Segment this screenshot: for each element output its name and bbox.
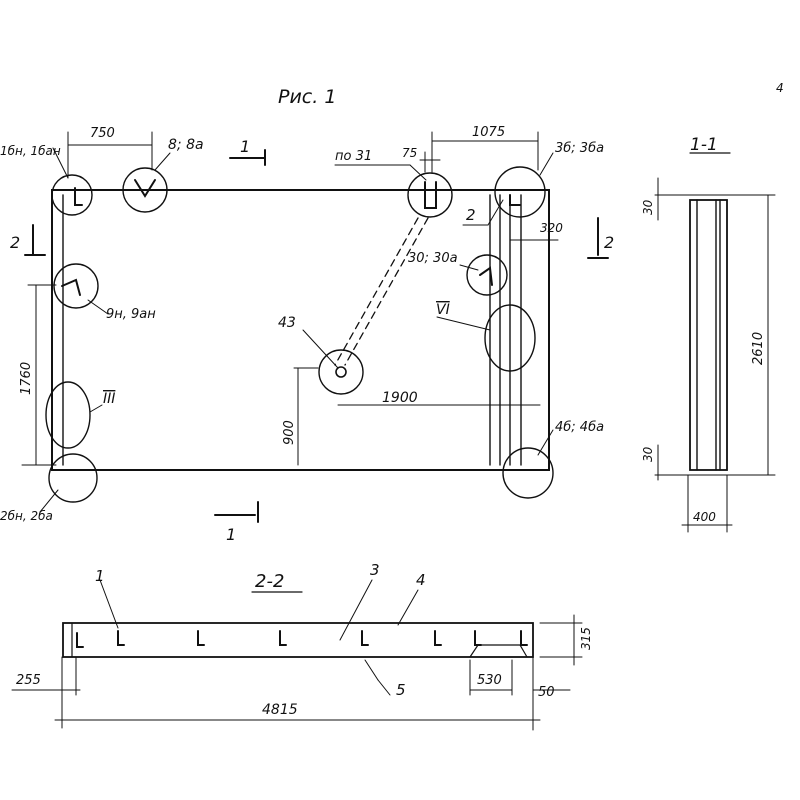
embed-mark-a <box>76 632 84 648</box>
embed-circle-8 <box>122 167 168 213</box>
dim-900: 900 <box>282 420 297 445</box>
leader-2bn <box>39 489 59 513</box>
dashed-link-b <box>344 217 429 366</box>
leader-l5-b <box>377 679 391 696</box>
section-1-1-dim-30-top: 30 <box>641 199 655 215</box>
leader-30 <box>459 264 479 271</box>
node-ellipse-III <box>45 381 91 449</box>
section-2-2-view: 2-2 1 3 4 5 315 <box>11 561 593 731</box>
embed-part-8 <box>134 179 156 198</box>
callout-1bn: 1бн, 1бан <box>0 144 61 158</box>
callout-2bn: 2бн, 2ба <box>0 509 53 523</box>
panel-outline <box>51 189 550 471</box>
leader-l3 <box>339 579 373 641</box>
embed-circle-3b <box>494 166 546 218</box>
section-mark-2-right <box>587 217 609 259</box>
embed-part-1bn <box>74 187 83 206</box>
embed-circle-1bn <box>51 174 93 216</box>
section-2-2-dim-4815: 4815 <box>262 702 298 718</box>
leader-l5 <box>364 659 379 681</box>
callout-9n: 9н, 9ан <box>106 307 156 322</box>
section-1-1-dim-2610: 2610 <box>751 332 766 365</box>
embed-part-30 <box>479 266 493 286</box>
embed-mark-e <box>361 630 369 646</box>
embed-mark-h <box>520 630 528 646</box>
lifting-loop-43 <box>335 366 347 378</box>
leader-2 <box>487 199 504 226</box>
section-1-1-dim-400: 400 <box>693 510 716 524</box>
plan-view: 750 1075 75 320 1900 1760 900 1бн, 1бан … <box>0 125 614 544</box>
section-label-2-right: 2 <box>604 233 614 252</box>
section-1-1-dim-30-bottom: 30 <box>641 446 655 462</box>
leader-III <box>89 404 103 413</box>
dim-1075: 1075 <box>472 125 505 140</box>
section-2-2-dim-50: 50 <box>538 685 555 700</box>
section-2-2-dim-530: 530 <box>477 673 502 688</box>
embed-circle-30 <box>466 254 508 296</box>
embed-part-31 <box>424 181 437 209</box>
section-2-2-outline <box>62 622 534 658</box>
callout-8: 8; 8а <box>168 137 204 153</box>
leader-l4 <box>397 589 419 626</box>
leader-3b <box>539 152 554 176</box>
node-ellipse-VI <box>484 304 536 372</box>
leader-8 <box>154 152 171 171</box>
section-2-2-label-5: 5 <box>396 681 406 699</box>
leader-43 <box>302 329 339 369</box>
embed-mark-c <box>197 630 205 646</box>
embed-part-3b <box>509 194 521 206</box>
section-label-2-left: 2 <box>10 233 20 252</box>
leader-9n <box>87 299 109 315</box>
section-1-1-view: 1-1 30 2610 30 400 <box>641 135 776 533</box>
section-2-2-dim-315: 315 <box>579 627 593 650</box>
figure-title: Рис. 1 <box>278 86 336 108</box>
section-2-2-right-chamfer <box>469 644 528 658</box>
section-mark-1-top <box>229 149 266 166</box>
dim-1760: 1760 <box>19 362 34 395</box>
section-1-1-title: 1-1 <box>690 135 718 155</box>
callout-VI: VI <box>436 302 450 318</box>
dashed-link-a <box>334 217 419 366</box>
embed-mark-b <box>117 630 125 646</box>
section-mark-2-left <box>24 224 46 256</box>
leader-po31 <box>409 164 427 181</box>
dim-320: 320 <box>540 221 563 235</box>
section-2-2-label-3: 3 <box>370 561 380 579</box>
dim-75: 75 <box>402 146 417 160</box>
section-2-2-label-1: 1 <box>95 567 105 585</box>
embed-circle-2bn <box>48 453 98 503</box>
embed-circle-31 <box>407 172 453 218</box>
section-2-2-title: 2-2 <box>255 571 284 592</box>
section-2-2-label-4: 4 <box>416 571 426 589</box>
embed-circle-9n <box>53 263 99 309</box>
leader-1bn <box>52 147 69 179</box>
callout-4b: 4б; 4ба <box>555 420 604 435</box>
callout-III: III <box>103 391 115 407</box>
section-2-2-dim-255: 255 <box>16 673 41 688</box>
callout-2: 2 <box>466 206 476 224</box>
section-label-1-bottom: 1 <box>226 525 236 544</box>
embed-circle-4b <box>502 447 554 499</box>
embed-mark-g <box>474 630 482 646</box>
callout-po31: по 31 <box>335 149 372 164</box>
embed-mark-d <box>279 630 287 646</box>
callout-43: 43 <box>278 315 296 331</box>
callout-3b: 3б; 3ба <box>555 141 604 156</box>
dim-1900: 1900 <box>382 390 418 406</box>
page-number: 4 <box>776 81 784 95</box>
dim-750: 750 <box>90 126 115 141</box>
callout-30: 30; 30а <box>408 251 458 266</box>
leader-l1 <box>99 579 119 629</box>
embed-mark-f <box>434 630 442 646</box>
embed-part-9n <box>61 278 81 296</box>
section-mark-1-bottom <box>214 501 259 523</box>
leader-4b <box>537 429 554 456</box>
embed-circle-43 <box>318 349 364 395</box>
section-label-1-top: 1 <box>240 137 250 156</box>
leader-VI <box>436 316 491 331</box>
section-1-1-outline <box>689 199 728 471</box>
